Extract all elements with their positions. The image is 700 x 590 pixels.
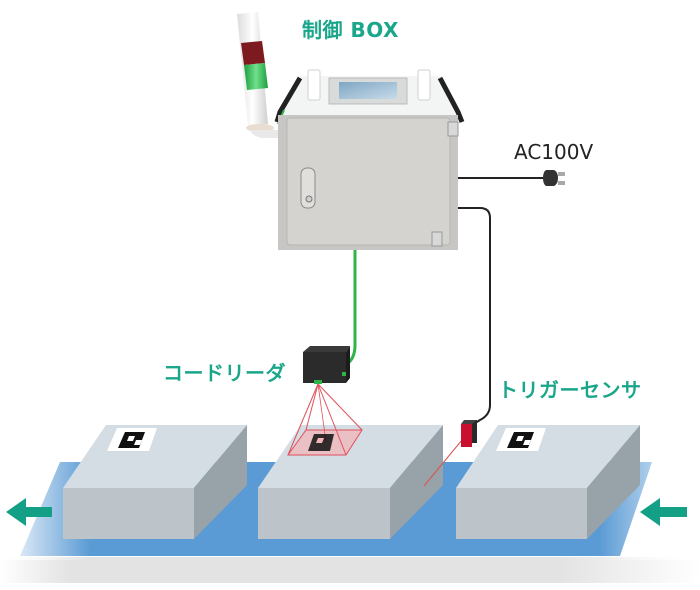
control-box-icon [274, 69, 465, 250]
code-reader-icon [303, 346, 350, 384]
control-box-label: 制御 BOX [302, 18, 399, 42]
package-box-3 [456, 425, 640, 539]
power-plug-icon [543, 170, 565, 186]
package-box-2 [258, 425, 443, 539]
trigger-sensor-label: トリガーセンサ [498, 378, 642, 402]
floor [0, 557, 700, 583]
scan-field [287, 383, 363, 456]
trigger-sensor-icon [461, 420, 477, 447]
package-box-1 [63, 425, 247, 539]
cable-to-trigger-sensor [452, 207, 491, 426]
left-arrow-icon [6, 498, 52, 526]
sensor-beam [423, 439, 463, 487]
datamatrix-code-icon [496, 428, 546, 451]
datamatrix-code-icon [107, 428, 157, 451]
power-label: AC100V [514, 140, 594, 164]
left-arrow-icon [640, 498, 687, 526]
code-reader-label: コードリーダ [163, 361, 286, 385]
signal-tower-icon [237, 12, 282, 138]
